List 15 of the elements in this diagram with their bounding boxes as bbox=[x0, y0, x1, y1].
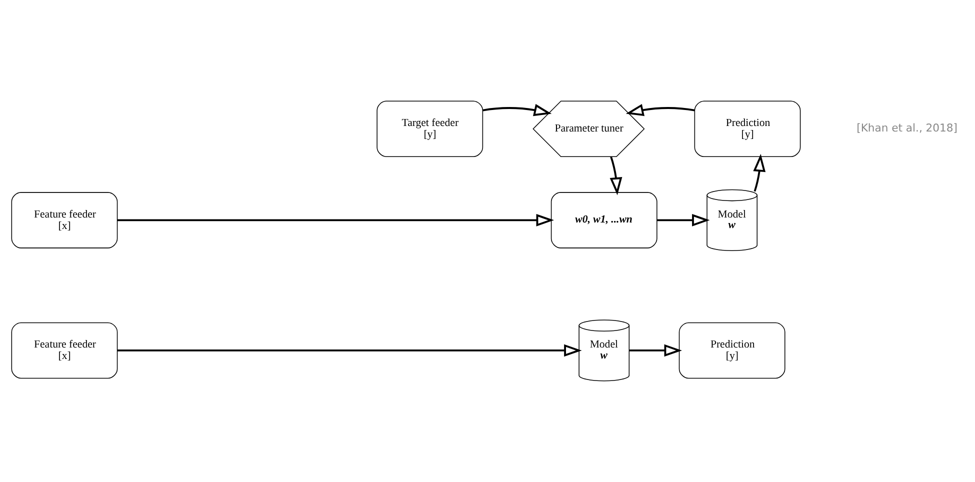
arrow bbox=[629, 344, 682, 357]
arrow bbox=[753, 154, 766, 192]
node-box: Prediction [y] bbox=[678, 322, 786, 379]
arrow bbox=[657, 214, 710, 226]
arrow bbox=[626, 104, 695, 116]
node-box: Prediction [y] bbox=[694, 100, 801, 157]
node-box: Target feeder [y] bbox=[376, 100, 484, 157]
node-box: Feature feeder [x] bbox=[11, 192, 118, 248]
node-box: w0, w1, ...wn bbox=[550, 192, 658, 248]
label: [Khan et al., 2018] bbox=[856, 122, 958, 135]
arrow bbox=[117, 214, 554, 226]
node-box: Feature feeder [x] bbox=[11, 322, 118, 379]
arrow bbox=[117, 344, 582, 357]
arrow bbox=[610, 156, 622, 196]
arrow bbox=[482, 104, 552, 116]
